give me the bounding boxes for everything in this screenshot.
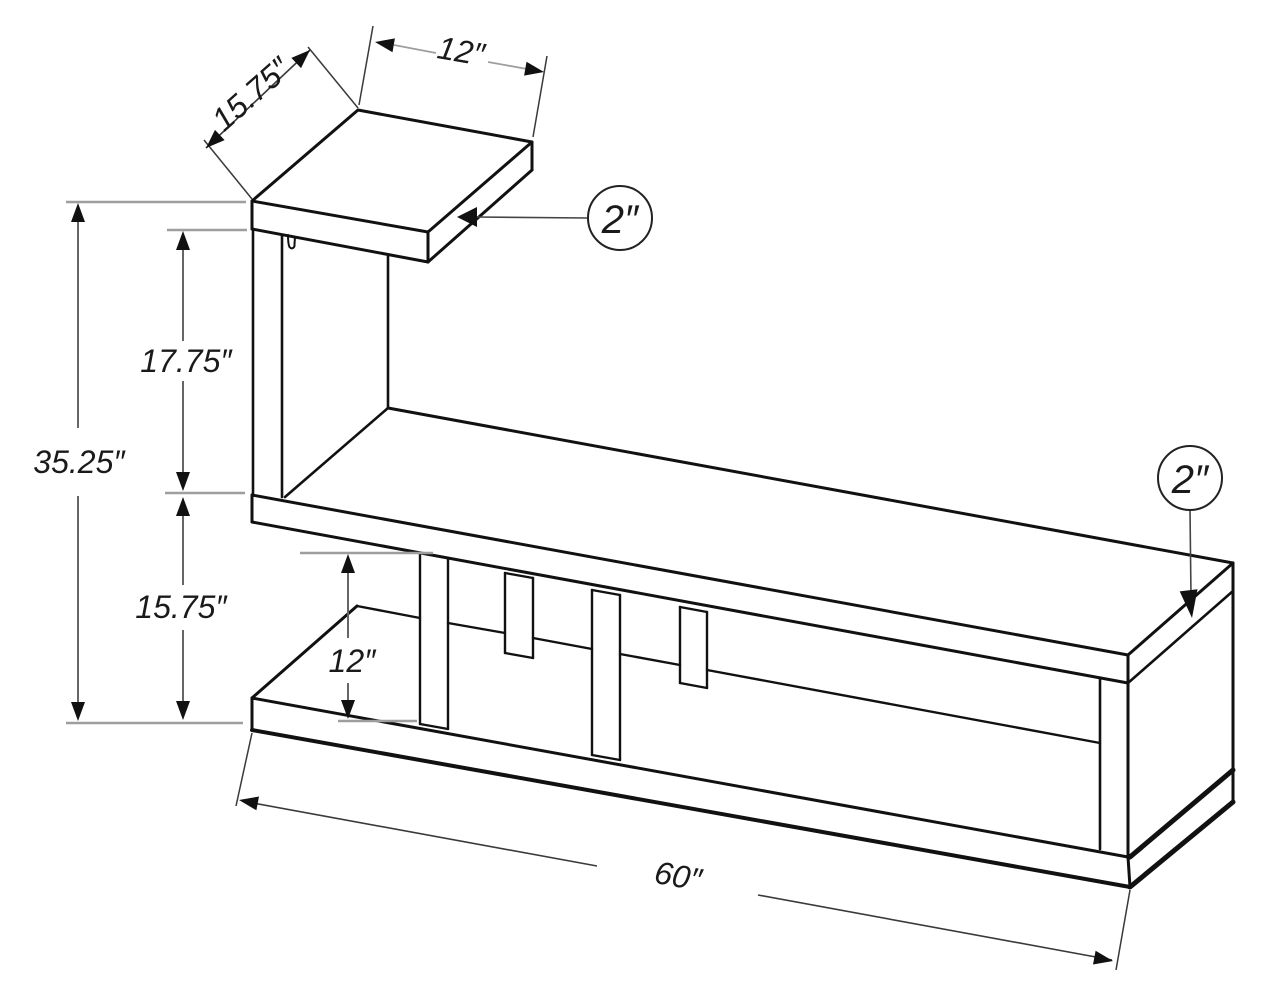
top-thickness-callout-circle bbox=[587, 185, 653, 251]
console-structure bbox=[250, 108, 1236, 890]
lower-height-arrow-up bbox=[176, 497, 190, 516]
bottom-shelf-back-edge bbox=[355, 604, 1102, 745]
label-top-depth: 15.75″ bbox=[205, 49, 299, 138]
shelf-thickness-leader bbox=[1189, 509, 1192, 598]
total-height-arrow-up bbox=[71, 203, 85, 222]
label-top-width: 12″ bbox=[435, 29, 489, 73]
label-upper-section: 17.75″ bbox=[140, 343, 233, 379]
shelf-thickness-leader-arrow bbox=[1179, 589, 1198, 618]
extension-lines bbox=[203, 25, 1131, 971]
shelf-thickness-callout-circle bbox=[1157, 445, 1223, 511]
length-dim-line-right bbox=[757, 894, 1113, 961]
upper-height-arrow-up bbox=[176, 231, 190, 250]
top-depth-arrow-left bbox=[206, 129, 225, 148]
opening-arrow-up bbox=[341, 554, 355, 573]
divider-front-right bbox=[590, 588, 622, 762]
label-overall-length: 60″ bbox=[652, 854, 706, 898]
divider-back-right bbox=[678, 605, 709, 690]
dimension-labels: 15.75″ 12″ 2″ 35.25″ 17.75″ 15.75″ 12″ 6… bbox=[33, 29, 1210, 898]
left-support-panel bbox=[251, 229, 390, 499]
arrowheads bbox=[71, 38, 1198, 965]
top-depth-arrow-right bbox=[291, 50, 310, 69]
upper-height-arrow-down bbox=[176, 472, 190, 491]
top-width-dim-line bbox=[393, 44, 528, 70]
label-top-thickness: 2″ bbox=[601, 198, 640, 242]
length-dim-line-left bbox=[241, 800, 598, 867]
divider-front-left bbox=[418, 551, 450, 731]
top-thickness-leader bbox=[475, 216, 589, 219]
top-thickness-leader-arrow bbox=[457, 207, 477, 227]
dimension-stems bbox=[77, 221, 349, 703]
top-width-arrow-right bbox=[524, 61, 544, 76]
middle-shelf bbox=[250, 406, 1235, 860]
lower-height-arrow-down bbox=[176, 701, 190, 720]
dimension-ticks bbox=[66, 44, 528, 725]
label-shelf-thickness: 2″ bbox=[1171, 458, 1210, 502]
divider-back-left bbox=[503, 571, 535, 660]
table-top-slab bbox=[250, 108, 534, 264]
label-shelf-opening: 12″ bbox=[329, 643, 378, 679]
length-arrow-right bbox=[1093, 950, 1113, 965]
opening-arrow-down bbox=[341, 700, 355, 719]
shelf-dividers bbox=[418, 551, 709, 762]
label-lower-section: 15.75″ bbox=[135, 589, 228, 625]
callouts bbox=[475, 185, 1223, 598]
bottom-shelf bbox=[250, 604, 1236, 890]
mount-hook-mark bbox=[287, 234, 296, 250]
dimension-lines-diagonal bbox=[203, 25, 1131, 971]
length-arrow-left bbox=[239, 796, 259, 811]
top-width-arrow-left bbox=[375, 38, 395, 53]
top-depth-dim-line bbox=[205, 49, 311, 149]
label-total-height: 35.25″ bbox=[33, 444, 126, 480]
total-height-arrow-down bbox=[71, 702, 85, 721]
